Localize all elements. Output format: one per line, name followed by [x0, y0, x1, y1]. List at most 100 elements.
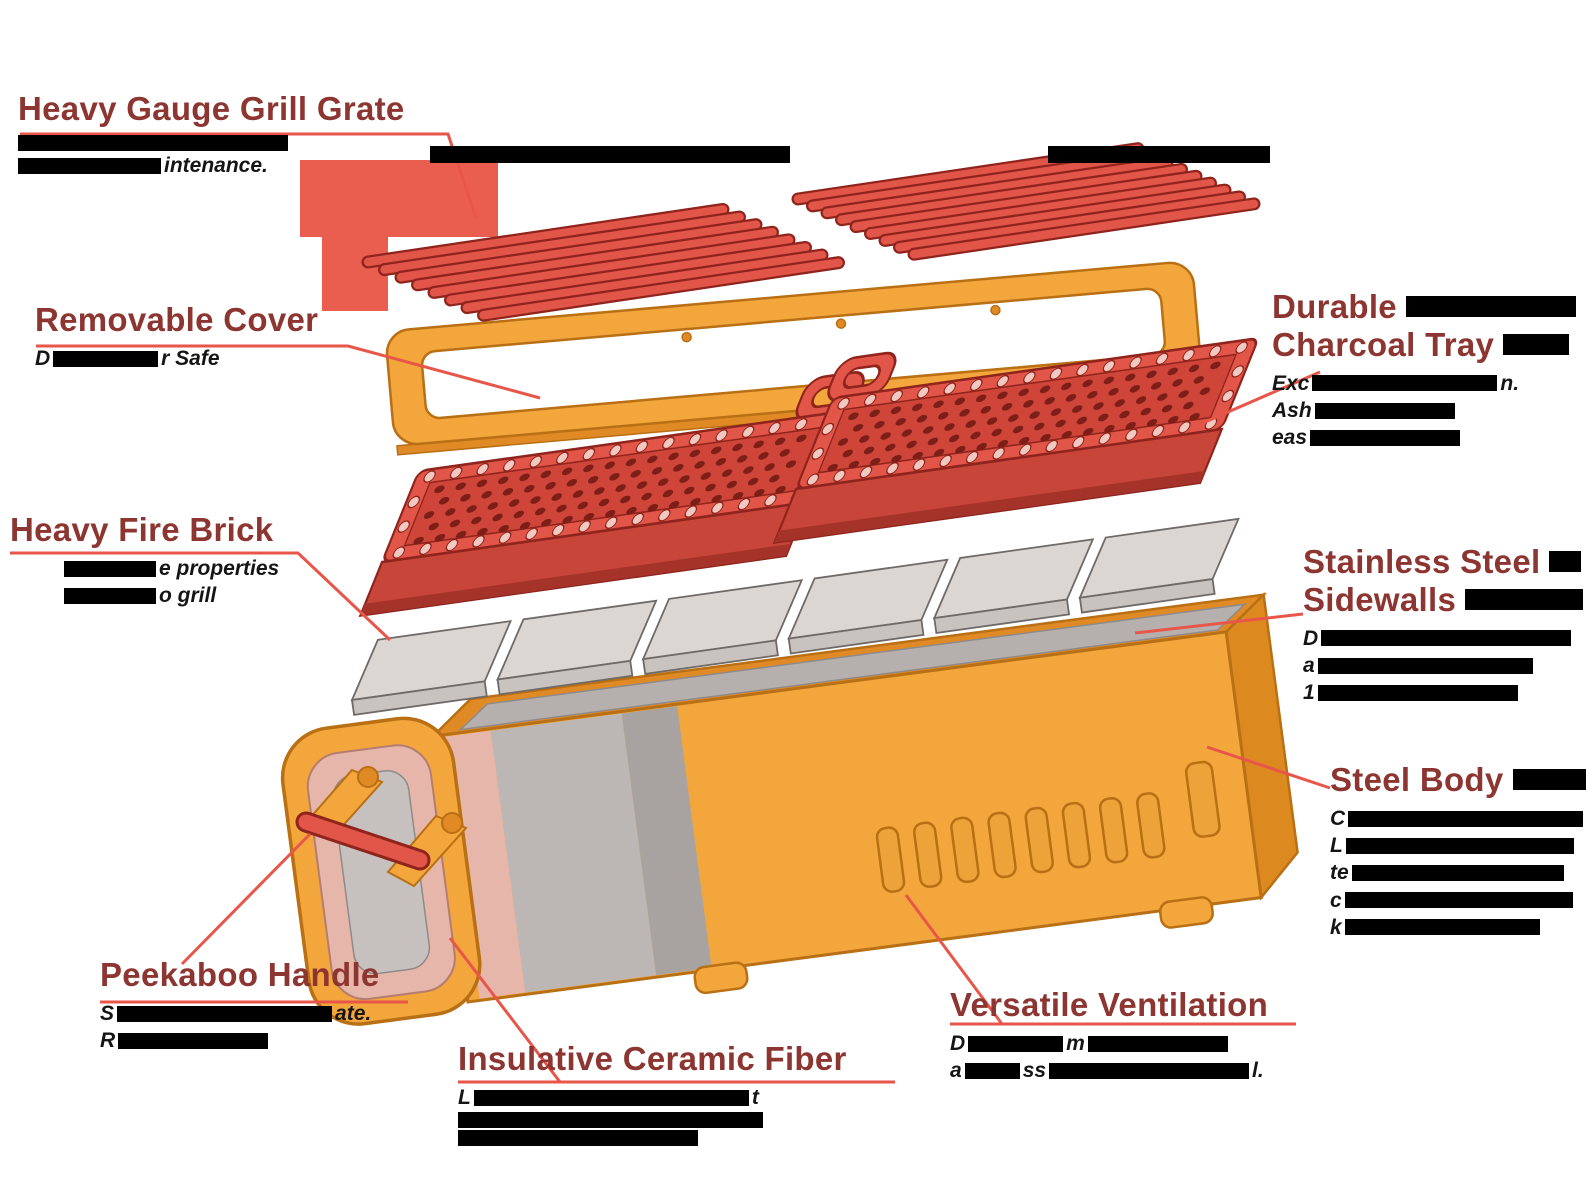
callout-title: Heavy Gauge Grill Grate: [18, 90, 405, 128]
highlight-block: [300, 160, 498, 237]
redaction-bar: [430, 146, 790, 163]
text-fragment: D: [1303, 626, 1319, 650]
redaction-bar: [1049, 1062, 1250, 1079]
grill-grate-left: [361, 202, 845, 322]
text-fragment: ate.: [335, 1001, 372, 1025]
redaction-bar: [1087, 1035, 1228, 1052]
redaction-bar: [1549, 551, 1582, 573]
text-fragment: l.: [1252, 1059, 1264, 1083]
redaction-bar: [458, 1112, 763, 1129]
redaction-bar: [1351, 864, 1564, 881]
text-fragment: o grill: [159, 584, 217, 608]
redaction-bar: [1321, 630, 1572, 647]
text-fragment: D: [950, 1031, 966, 1055]
leader-peekaboo-handle: [100, 832, 408, 1004]
insulation-layer-grey: [490, 713, 657, 993]
redaction-bar: [53, 350, 159, 367]
callout-desc: intenance.: [18, 134, 405, 178]
text-fragment: Peekaboo Handle: [100, 956, 380, 993]
text-fragment: Insulative Ceramic Fiber: [458, 1040, 847, 1077]
leader-grill-grate: [20, 132, 478, 219]
text-fragment: Stainless Steel: [1303, 543, 1541, 580]
callout-title: Steel Body: [1330, 761, 1586, 799]
highlight-blocks: [300, 160, 498, 311]
redaction-bar: [473, 1089, 749, 1106]
callout-title: Insulative Ceramic Fiber: [458, 1040, 847, 1078]
redaction-bar: [1317, 684, 1518, 701]
leader-fire-brick: [10, 551, 392, 642]
text-fragment: c: [1330, 888, 1342, 912]
highlight-block: [322, 237, 388, 311]
leader-removable-cover: [36, 344, 541, 400]
insulation-layer-pink: [445, 730, 526, 999]
peekaboo-handle-part: [295, 766, 468, 888]
grill-foot: [693, 961, 749, 995]
redaction-bar: [964, 1062, 1020, 1079]
charcoal-tray-left: [358, 371, 865, 618]
steel-body-part: [280, 591, 1299, 1026]
text-fragment: n.: [1500, 371, 1520, 395]
text-fragment: L: [1330, 834, 1343, 858]
redaction-bar: [1345, 837, 1574, 854]
redaction-bar: [1344, 919, 1540, 936]
text-fragment: Steel Body: [1330, 761, 1504, 798]
leader-sidewalls: [1134, 612, 1304, 635]
text-fragment: Versatile Ventilation: [950, 986, 1269, 1023]
text-fragment: Durable: [1272, 288, 1397, 325]
text-fragment: Heavy Fire Brick: [10, 511, 274, 548]
redaction-bar: [1048, 146, 1270, 163]
redaction-bar: [1344, 892, 1573, 909]
redaction-bar: [18, 134, 288, 151]
text-fragment: Heavy Gauge Grill Grate: [18, 90, 405, 127]
text-fragment: t: [751, 1085, 759, 1109]
callout-title: Heavy Fire Brick: [10, 511, 279, 549]
redaction-bar: [64, 560, 156, 577]
charcoal-tray-right: [772, 337, 1258, 545]
redaction-bar: [1465, 589, 1584, 611]
text-fragment: r Safe: [161, 346, 220, 370]
redaction-bar: [117, 1005, 333, 1022]
callout-title: Peekaboo Handle: [100, 956, 380, 994]
redaction-bar: [1512, 769, 1586, 791]
leader-ventilation: [904, 894, 1296, 1026]
text-fragment: R: [100, 1029, 116, 1053]
text-fragment: Charcoal Tray: [1272, 325, 1495, 363]
redaction-bar: [1348, 810, 1584, 827]
callout-title: Removable Cover: [35, 301, 318, 339]
text-fragment: a: [950, 1059, 962, 1083]
leader-steel-body: [1206, 745, 1331, 790]
side-tab: [1184, 760, 1221, 838]
grill-grate-right: [791, 142, 1261, 261]
text-fragment: 1: [1303, 681, 1315, 705]
redaction-bar: [118, 1032, 269, 1049]
redaction-bar: [968, 1035, 1064, 1052]
insulation-layer-dark: [621, 706, 712, 976]
redaction-bar: [64, 587, 156, 604]
redaction-bar: [1317, 657, 1533, 674]
handle-bar: [298, 814, 428, 868]
text-fragment: eas: [1272, 426, 1308, 450]
handle-pivot: [441, 812, 463, 834]
text-fragment: intenance.: [164, 153, 268, 177]
redaction-bar: [1405, 296, 1576, 318]
fire-bricks-part: [350, 517, 1240, 716]
text-fragment: D: [35, 346, 51, 370]
text-fragment: a: [1303, 654, 1315, 678]
ventilation-slots: [875, 792, 1166, 893]
leader-charcoal-tray: [1204, 370, 1321, 424]
